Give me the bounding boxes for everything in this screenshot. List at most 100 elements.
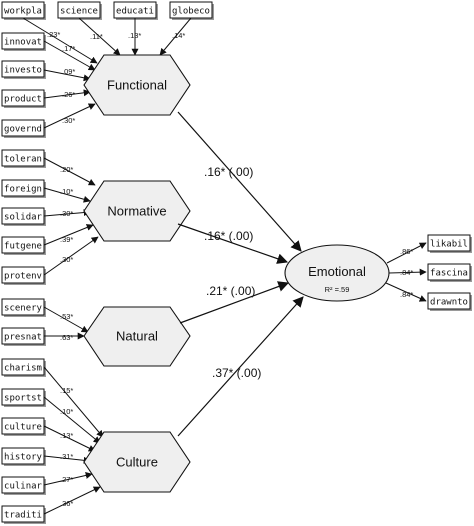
construct-natural: Natural [83,306,191,367]
indicator-fascina: fascina [427,263,472,282]
loading-toleran: .20* [60,165,73,174]
arrow-emotional-likabil [386,242,427,264]
path-coef-normative: .16* (.00) [204,229,253,243]
arrow-futgene-normative [43,224,94,246]
arrow-emotional-drawnto [385,282,427,302]
indicator-sportst-label: sportst [4,394,42,404]
loading-governd: .30* [62,116,75,125]
indicator-innovat: innovat [1,32,46,51]
path-culture-emotional [177,296,304,437]
indicator-futgene: futgene [1,236,46,255]
indicator-globeco-label: globeco [172,7,210,17]
arrow-workpla-functional [22,17,98,64]
indicator-toleran: toleran [1,149,46,168]
indicator-drawnto: drawnto [427,292,472,311]
construct-normative: Normative [83,180,191,242]
indicator-culture: culture [1,417,46,436]
indicator-likabil: likabil [427,234,472,253]
indicator-traditi: traditi [1,505,46,524]
path-coef-functional: .16* (.00) [204,165,253,179]
indicator-history-label: history [4,453,43,463]
indicator-history: history [1,447,46,466]
loading-culinar: .27* [60,475,73,484]
path-normative-emotional [177,223,289,264]
construct-emotional: Emotional R² =.59 [284,244,390,302]
indicator-traditi-label: traditi [4,511,42,521]
indicator-toleran-label: toleran [4,155,42,165]
arrow-globeco-functional [159,17,192,56]
loading-protenv: .30* [60,255,73,264]
indicator-fascina-label: fascina [430,269,468,279]
loading-science: .11* [90,32,103,41]
arrow-culinar-culture [43,471,93,486]
indicator-foreign: foreign [1,179,46,198]
indicator-presnat: presnat [1,327,46,346]
loading-culture: .13* [60,431,73,440]
indicator-futgene-label: futgene [4,242,42,252]
arrow-governd-functional [43,103,96,129]
indicator-globeco: globeco [169,1,214,20]
loading-sportst: .10* [60,407,73,416]
path-natural-emotional [179,281,290,324]
indicator-charism: charism [1,358,46,377]
path-functional-emotional [177,111,302,252]
loading-likabil: .86* [400,247,413,256]
loading-fascina: .84* [400,268,413,277]
path-coef-culture: .37* (.00) [212,366,261,380]
arrow-scenery-natural [43,306,89,333]
loading-solidar: .30* [60,209,73,218]
indicator-product-label: product [4,95,42,105]
emotional-r2-label: R² =.59 [325,285,350,294]
indicator-drawnto-label: drawnto [430,298,468,308]
arrow-protenv-normative [43,236,99,276]
indicator-governd-label: governd [4,125,42,135]
loading-traditi: .36* [60,499,73,508]
indicator-presnat-label: presnat [4,333,42,343]
loading-charism: .15* [60,386,73,395]
indicator-foreign-label: foreign [4,185,42,195]
construct-functional: Functional [83,54,191,116]
loading-drawnto: .84* [400,290,413,299]
loading-product: .26* [62,90,75,99]
indicator-science: science [57,1,102,20]
indicator-charism-label: charism [4,364,42,374]
indicator-investo: investo [1,60,46,79]
indicator-sportst: sportst [1,388,46,407]
loading-futgene: .39* [60,235,73,244]
indicator-protenv: protenv [1,266,46,285]
indicator-likabil-label: likabil [430,240,468,250]
indicator-culinar: culinar [1,476,46,495]
path-coef-natural: .21* (.00) [206,284,255,298]
construct-functional-label: Functional [107,78,167,93]
loading-workpla: .23* [47,30,60,39]
indicator-protenv-label: protenv [4,272,42,282]
indicator-solidar: solidar [1,207,46,226]
loading-investo: .09* [62,67,75,76]
arrow-emotional-fascina [388,268,427,276]
arrow-traditi-culture [43,486,101,515]
loading-globeco: .14* [172,31,185,40]
indicator-scenery: scenery [1,298,46,317]
loading-presnat: .63* [60,333,73,342]
arrow-culture-culture [43,425,96,452]
loading-scenery: .53* [60,312,73,321]
arrow-charism-culture [43,366,104,438]
loading-innovat: .17* [62,44,75,53]
indicator-educati-label: educati [116,7,154,17]
construct-natural-label: Natural [116,329,158,344]
arrow-sportst-culture [43,396,101,444]
construct-emotional-label: Emotional [308,264,366,279]
arrow-product-functional [43,89,91,99]
indicator-culture-label: culture [4,423,42,433]
indicator-educati: educati [113,1,158,20]
indicator-science-label: science [60,7,98,17]
arrow-solidar-normative [43,209,91,217]
indicator-culinar-label: culinar [4,482,43,492]
indicator-investo-label: investo [4,66,42,76]
indicator-workpla-label: workpla [4,7,42,17]
construct-normative-label: Normative [107,204,166,219]
arrow-foreign-normative [43,187,91,203]
construct-culture: Culture [83,431,191,493]
